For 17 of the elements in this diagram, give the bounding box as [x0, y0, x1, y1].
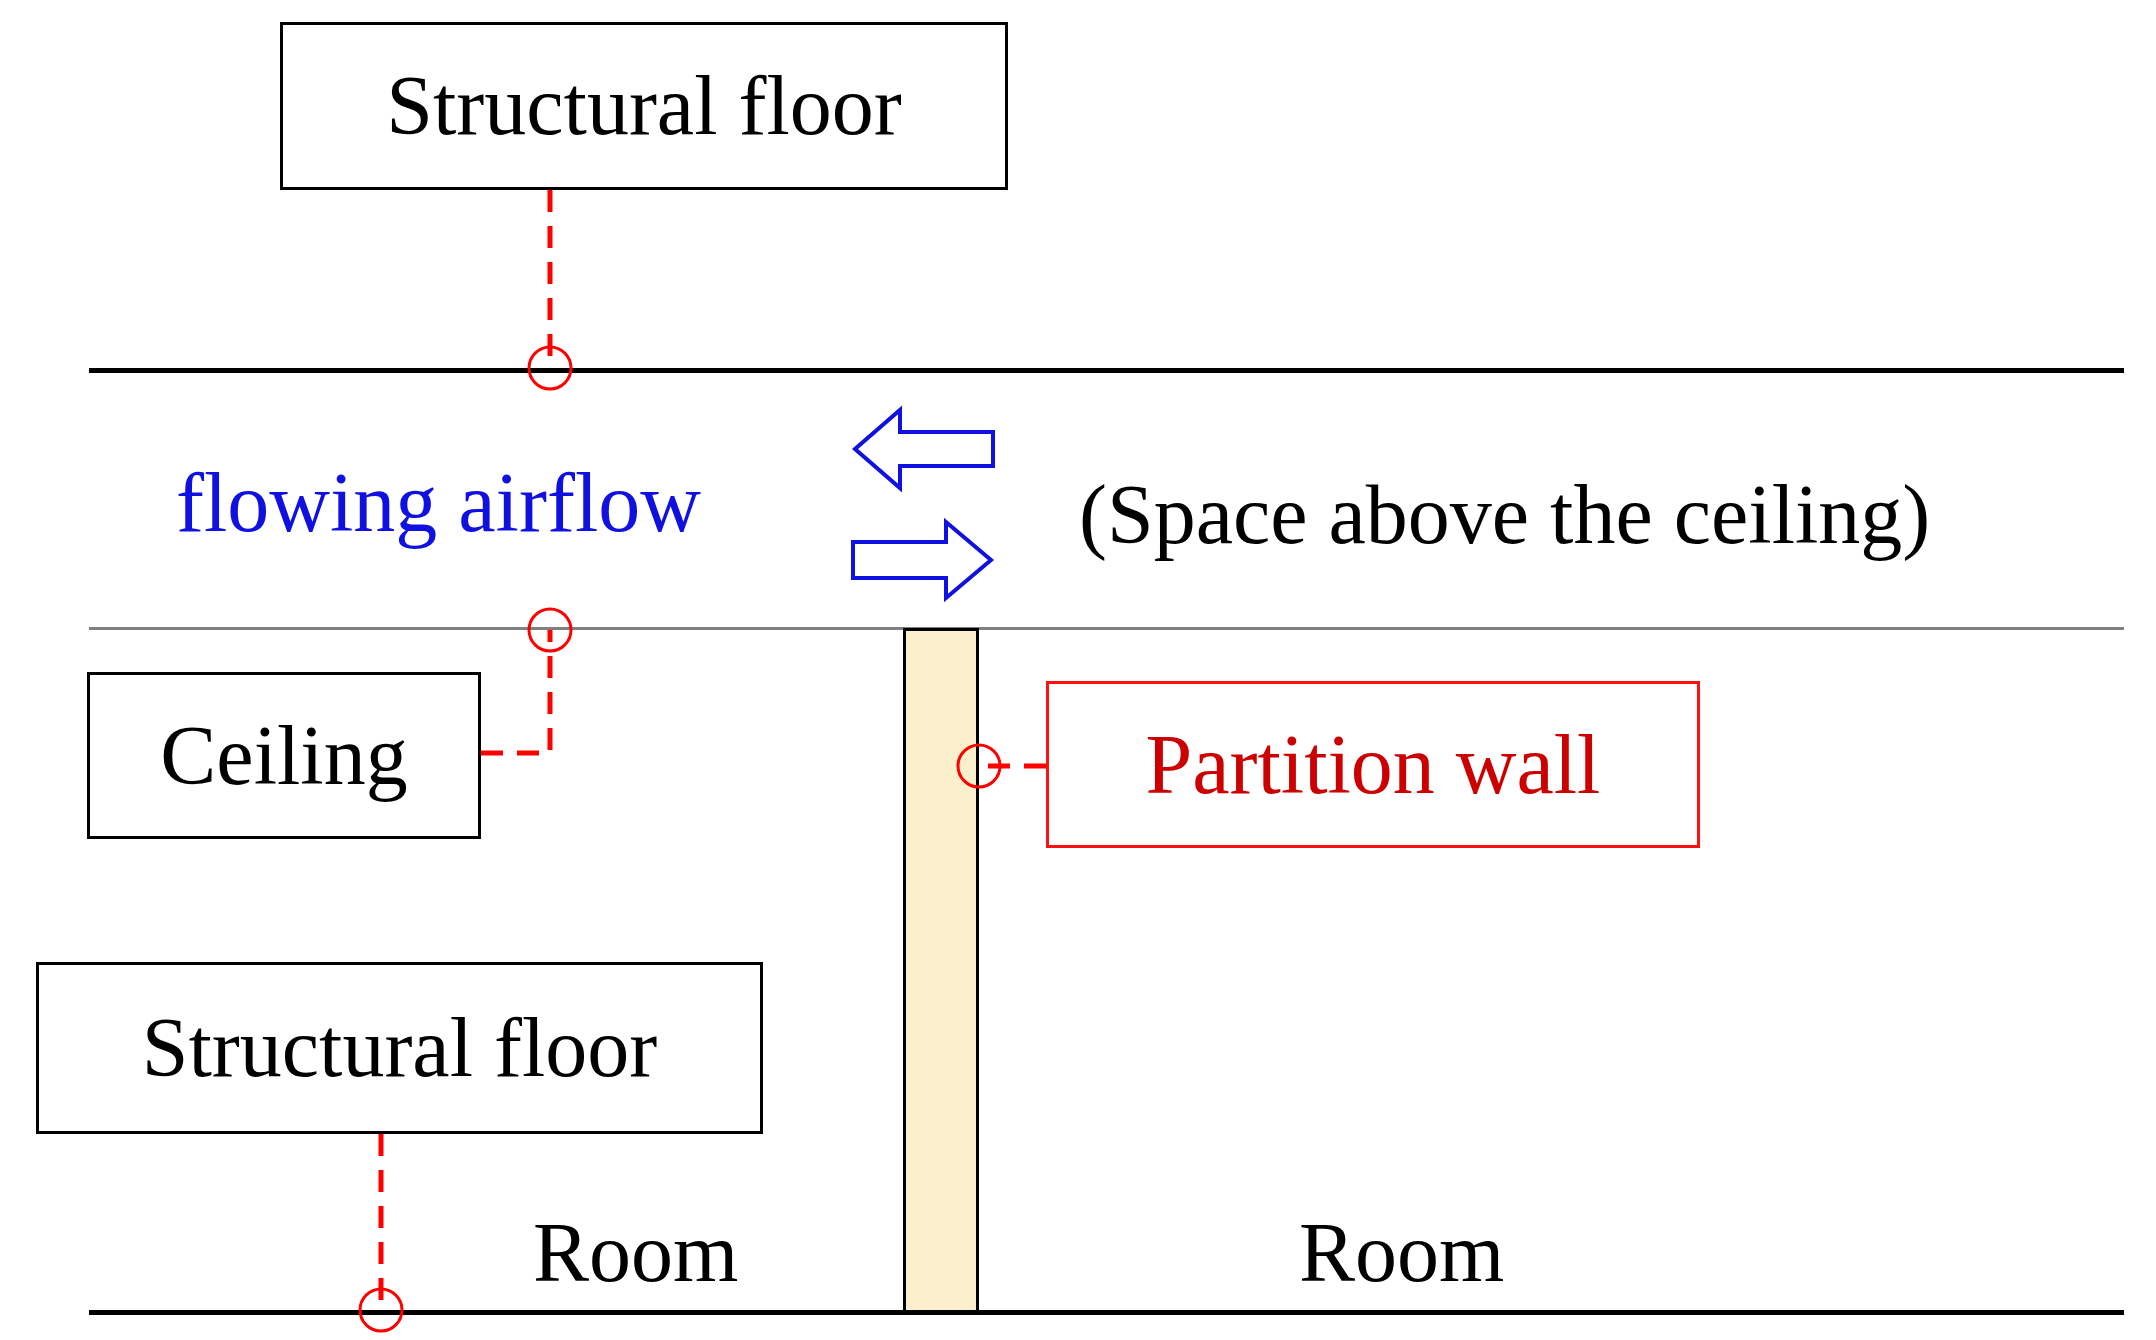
room-label: Room	[533, 1205, 739, 1301]
label-box	[280, 22, 1008, 190]
box-label: Partition wall	[1145, 722, 1601, 807]
label-box	[1046, 681, 1700, 848]
label-box	[36, 962, 763, 1134]
room-label: Room	[1299, 1205, 1505, 1301]
ceiling-line	[89, 627, 2124, 630]
leader-line	[956, 743, 1046, 789]
box-label: Structural floor	[141, 1006, 658, 1090]
leader-line	[481, 607, 573, 756]
leader-line	[358, 1134, 404, 1333]
partition-wall	[903, 628, 979, 1313]
space-label: (Space above the ceiling)	[1079, 467, 1931, 563]
box-label: Structural floor	[386, 64, 902, 148]
label-box	[87, 672, 481, 839]
leader-line	[527, 190, 573, 391]
airflow-label: flowing airflow	[176, 455, 701, 551]
